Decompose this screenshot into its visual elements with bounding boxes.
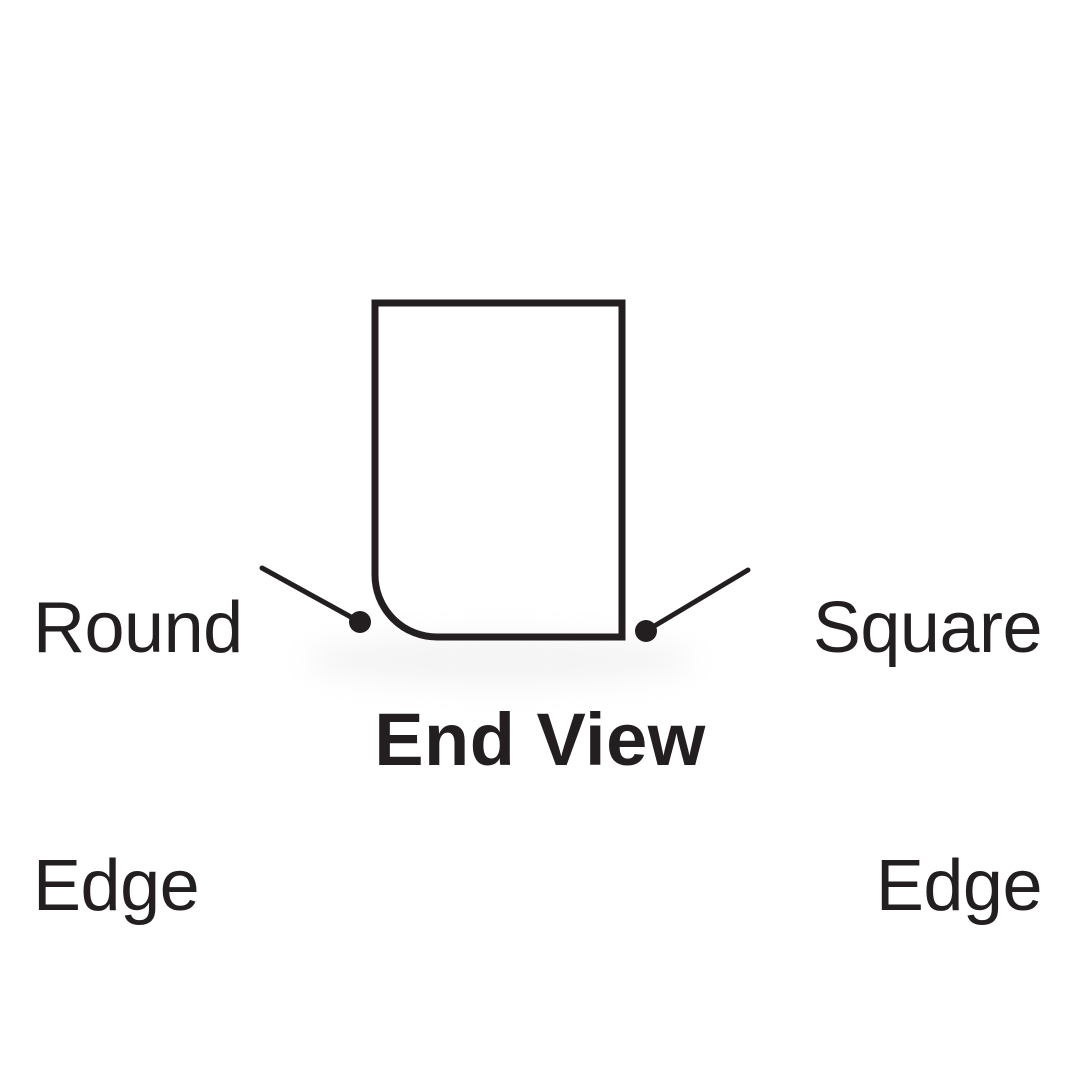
callout-round-line2: Edge [33,846,200,926]
callout-label-round-edge: Round Edge [33,413,243,1080]
leader-line-round-edge [259,565,363,625]
figure-caption: End View [374,698,706,781]
leader-line-square-edge [643,567,751,634]
profile-shadow [305,634,695,686]
callout-square-line1: Square [812,588,1043,668]
leader-dot-square-edge [635,620,657,642]
callout-square-line2: Edge [875,846,1043,926]
callout-round-line1: Round [33,588,243,668]
callout-label-square-edge: Square Edge [812,413,1043,1080]
leader-dot-round-edge [349,611,371,633]
extrusion-profile-outline [371,299,626,641]
